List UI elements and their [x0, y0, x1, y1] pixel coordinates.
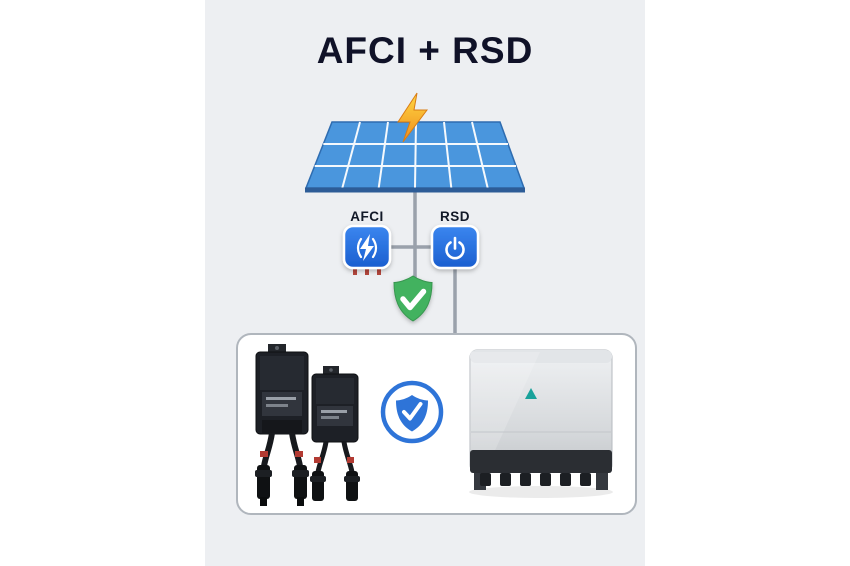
rsd-label: RSD [440, 209, 470, 224]
afci-pin [365, 267, 369, 275]
mc4-connector [255, 465, 272, 506]
afci-label: AFCI [350, 209, 384, 224]
afci-pin [353, 267, 357, 275]
rsd-device: RSD [430, 209, 480, 270]
inverter-ports [480, 473, 591, 486]
shield-badge-icon [380, 380, 444, 444]
lightning-bolt-icon [397, 92, 428, 143]
badge-check [402, 402, 423, 421]
afci-device: AFCI [342, 209, 392, 275]
optimizer-small [310, 366, 360, 501]
inverter [469, 349, 613, 498]
arc-fault-icon [356, 234, 378, 261]
green-shield-check [400, 288, 427, 311]
power-icon [445, 236, 465, 260]
mc4-connector [344, 471, 360, 501]
optimizer-large [255, 344, 309, 506]
solar-panel-grid [314, 121, 516, 189]
equipment-box [236, 333, 637, 515]
shield-check-icon [393, 275, 433, 322]
mc4-connector [292, 465, 309, 506]
page-title: AFCI + RSD [317, 30, 534, 71]
green-shield-body [393, 275, 433, 322]
afci-pin [377, 267, 381, 275]
mc4-connector [310, 471, 326, 501]
solar-panel [304, 121, 526, 193]
inverter-logo-icon [525, 388, 537, 399]
